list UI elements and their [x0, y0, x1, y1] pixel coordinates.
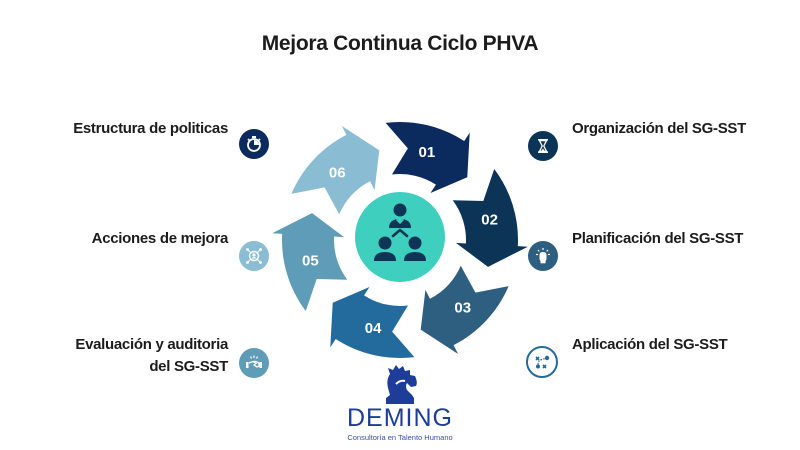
label-line-1: Evaluación y auditoria: [75, 336, 228, 353]
label-aplicacion-del-sg-sst: Aplicación del SG-SST: [572, 336, 728, 353]
strategy-icon: [535, 355, 550, 369]
label-acciones-de-mejora: Acciones de mejora: [91, 230, 229, 247]
label-line-2: del SG-SST: [149, 358, 228, 375]
idea-hand-icon: [536, 248, 550, 264]
cycle-arrow-06: [291, 125, 380, 215]
label-evaluacion-y-auditoria: Evaluación y auditoria del SG-SST: [75, 334, 228, 378]
step-number-01: 01: [419, 144, 436, 161]
cycle-arrow-05: [272, 213, 348, 312]
network-user-icon: [246, 248, 262, 264]
strategy-badge: [526, 346, 558, 378]
hourglass-icon: [538, 139, 548, 153]
step-number-06: 06: [329, 165, 346, 182]
page-title: Mejora Continua Ciclo PHVA: [261, 32, 539, 55]
cycle-arrow-01: [385, 122, 470, 194]
cycle-arrow-02: [452, 168, 528, 267]
hourglass-badge: [528, 131, 558, 161]
network-user-badge: [239, 241, 269, 271]
handshake-badge: [239, 348, 269, 378]
stopwatch-icon: [247, 136, 261, 152]
cycle-arrow-04: [330, 286, 415, 358]
logo-tagline: Consultoría en Talento Humano: [347, 433, 453, 442]
logo-name: DEMING: [347, 404, 453, 432]
step-number-04: 04: [365, 320, 382, 337]
knight-gear-icon: [386, 365, 417, 404]
label-organizacion-del-sg-sst: Organización del SG-SST: [572, 120, 746, 137]
cycle-arrow-03: [420, 265, 509, 355]
idea-hand-badge: [528, 241, 558, 271]
label-estructura-de-politicas: Estructura de politicas: [73, 120, 228, 137]
label-planificacion-del-sg-sst: Planificación del SG-SST: [572, 230, 744, 247]
step-number-05: 05: [302, 253, 319, 270]
team-hierarchy-icon: [374, 203, 426, 261]
handshake-icon: [246, 355, 262, 368]
step-number-02: 02: [481, 211, 498, 228]
step-number-03: 03: [454, 299, 471, 316]
stopwatch-badge: [239, 129, 269, 159]
